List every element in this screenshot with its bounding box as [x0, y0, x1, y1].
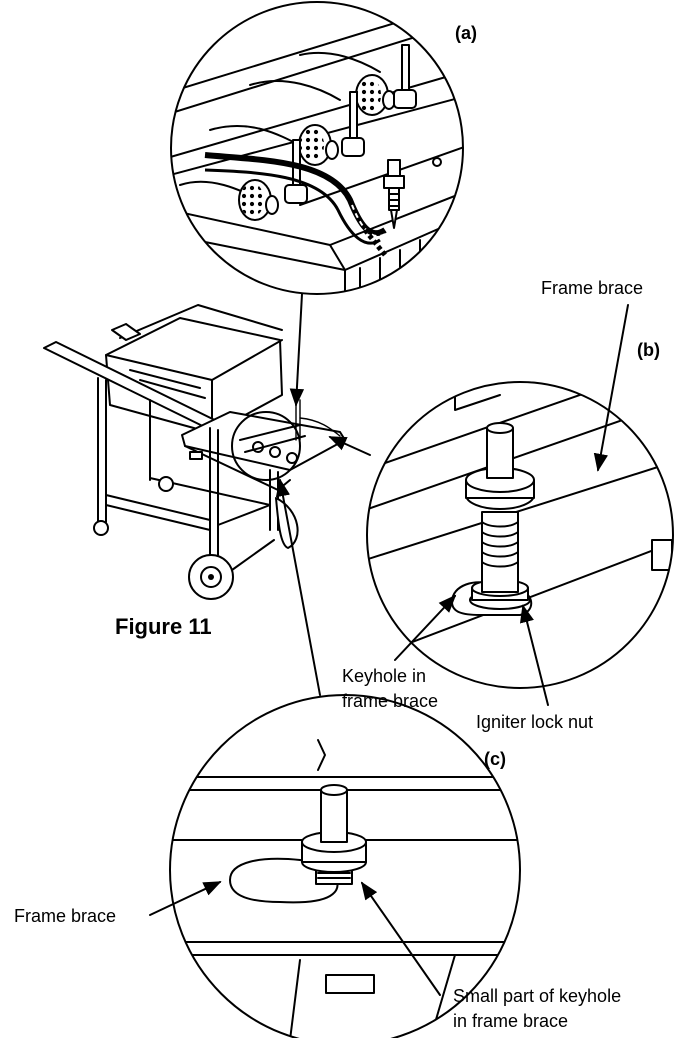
panel-b-keyhole-label-line1: Keyhole in [342, 666, 426, 686]
panel-b-tag: (b) [637, 340, 660, 360]
panel-c-small-part-label-line2: in frame brace [453, 1011, 568, 1031]
igniter-icon [465, 422, 535, 610]
panel-c: (c) Frame brace Small part of keyhole in… [14, 694, 621, 1043]
panel-b-lock-nut-label: Igniter lock nut [476, 712, 593, 732]
panel-c-tag: (c) [484, 749, 506, 769]
grill-icon [43, 304, 346, 600]
panel-b-frame-brace-label: Frame brace [541, 278, 643, 298]
panel-a-tag: (a) [455, 23, 477, 43]
venturi-cylinders [238, 74, 396, 221]
igniter-icon [383, 159, 405, 229]
panel-c-frame-brace-label: Frame brace [14, 906, 116, 926]
grill-overview [43, 304, 346, 600]
figure-caption: Figure 11 [115, 614, 212, 639]
panel-b: Frame brace (b) Keyhole in frame brace I… [342, 278, 674, 732]
panel-a: (a) [170, 1, 477, 295]
panel-c-small-part-label-line1: Small part of keyhole [453, 986, 621, 1006]
igniter-icon [301, 784, 367, 885]
arrow-icon [149, 293, 629, 996]
